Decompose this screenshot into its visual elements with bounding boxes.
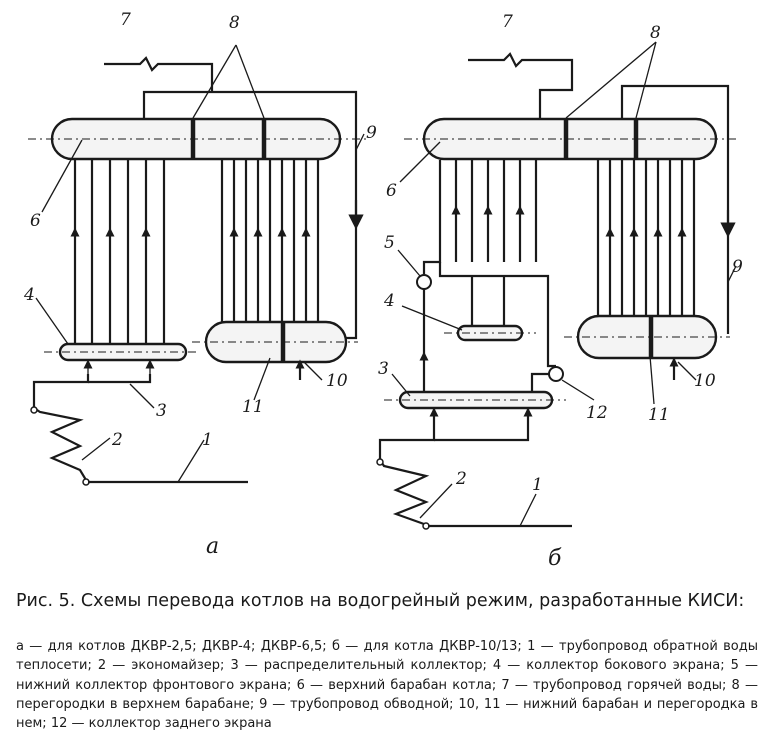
hot-water-pipe [104,56,214,92]
callout-b-9: 9 [732,257,743,277]
economizer [30,398,90,486]
economizer-b [376,458,430,530]
leader-lines-b [391,141,737,527]
callout-b-7: 7 [502,12,513,32]
front-screen-tubes [422,160,538,274]
callout-b-4: 4 [383,291,395,311]
scheme-b: 7 8 6 5 9 4 3 10 12 11 2 1 б [376,12,743,571]
callout-9: 9 [366,123,377,143]
upper-drum-partitions [190,44,267,158]
distributing-collector [32,359,305,398]
callout-b-12: 12 [586,403,608,423]
callout-b-5: 5 [384,233,395,253]
callout-b-8: 8 [650,23,661,43]
bypass-pipe [142,90,364,340]
bypass-pipe-b [620,84,736,334]
figure-legend: а — для котлов ДКВР-2,5; ДКВР-4; ДКВР-6,… [16,639,758,732]
callout-8: 8 [229,13,240,33]
callout-b-3: 3 [378,359,389,379]
callout-4: 4 [23,285,35,305]
callout-b-10: 10 [694,371,716,391]
upper-drum-partitions-b [563,41,657,158]
distributing-collector-b [378,390,566,460]
side-screen-tubes [70,160,166,344]
callout-11: 11 [242,397,264,417]
callout-7: 7 [120,10,131,30]
callout-2: 2 [111,430,123,450]
upper-drum-b [404,117,740,161]
callout-b-1: 1 [532,475,543,495]
callout-1: 1 [202,430,213,450]
callout-6: 6 [30,211,41,231]
callout-3: 3 [156,401,167,421]
callout-10: 10 [326,371,348,391]
callout-b-2: 2 [455,469,467,489]
side-screen-collector-b [438,262,556,368]
sublabel-b: б [548,546,562,571]
figure-caption: Рис. 5. Схемы перевода котлов на водогре… [16,591,745,611]
scheme-a: 7 8 9 6 4 10 3 11 2 1 а [23,10,377,559]
front-screen-lower-collector [416,274,432,392]
convective-tubes [220,160,320,322]
upper-drum [28,117,366,161]
hot-water-pipe-b [468,52,574,118]
callout-b-11: 11 [648,405,670,425]
lower-drum [192,320,358,364]
lower-drum-b [564,314,730,380]
convective-tubes-b [596,160,696,318]
sublabel-a: а [206,534,219,559]
boiler-schemes-diagram: 7 8 9 6 4 10 3 11 2 1 а [23,10,743,571]
side-screen-collector [44,342,200,362]
leader-lines-a [35,133,365,483]
callout-b-6: 6 [386,181,397,201]
